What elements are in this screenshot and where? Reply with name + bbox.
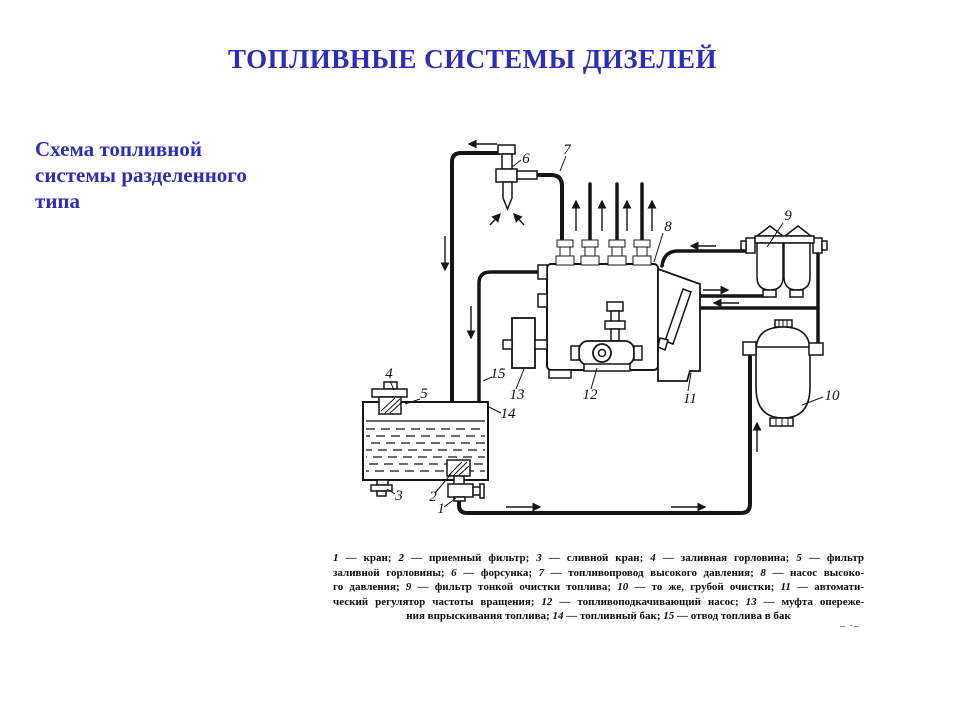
caption-line: го давления; 9 — фильтр тонкой очистки т… <box>333 581 864 594</box>
subtitle-line: системы разделенного <box>35 163 247 187</box>
callout-12: 12 <box>583 387 599 403</box>
callout-9: 9 <box>784 208 792 224</box>
figure-caption: 1 — кран; 2 — приемный фильтр; 3 — сливн… <box>333 551 864 624</box>
callout-numbers: 6 7 8 9 10 11 12 13 14 15 4 5 3 2 1 <box>385 142 840 517</box>
callout-14: 14 <box>501 406 517 422</box>
callout-3: 3 <box>394 488 403 504</box>
drain-valve <box>370 479 393 497</box>
figure-subtitle: Схема топливной системы разделенного тип… <box>35 136 295 214</box>
page-title: ТОПЛИВНЫЕ СИСТЕМЫ ДИЗЕЛЕЙ <box>228 44 717 74</box>
callout-7: 7 <box>563 142 572 158</box>
fuel-feed-pump <box>570 301 643 372</box>
scan-artifact: – ·– <box>840 621 860 632</box>
spray-arrow <box>513 212 525 226</box>
flow-arrows <box>440 139 762 512</box>
callout-4: 4 <box>385 366 393 382</box>
delivery-fittings <box>555 239 652 266</box>
callout-10: 10 <box>825 388 841 404</box>
subtitle-line: типа <box>35 189 81 213</box>
speed-governor <box>657 267 701 382</box>
callout-15: 15 <box>491 366 507 382</box>
callout-8: 8 <box>664 219 672 235</box>
intake-filter <box>446 459 471 486</box>
subtitle-line: Схема топливной <box>35 137 202 161</box>
supply-valve <box>447 483 485 502</box>
callout-2: 2 <box>429 489 437 505</box>
spray-arrow <box>489 212 501 226</box>
coarse-fuel-filter <box>742 319 824 427</box>
filler-neck <box>371 381 408 415</box>
callout-6: 6 <box>522 151 530 167</box>
callout-leaders <box>386 155 824 508</box>
caption-line: 1 — кран; 2 — приемный фильтр; 3 — сливн… <box>333 552 864 564</box>
fuel-tank <box>362 401 489 481</box>
callout-5: 5 <box>420 386 428 402</box>
fuel-system-diagram: 6 7 8 9 10 11 12 13 14 15 4 5 3 2 1 <box>362 139 840 517</box>
caption-line: заливной горловины; 6 — форсунка; 7 — то… <box>333 566 865 579</box>
caption-line: ческий регулятор частоты вращения; 12 — … <box>333 595 864 608</box>
injector <box>495 144 538 211</box>
callout-13: 13 <box>510 387 525 403</box>
callout-11: 11 <box>683 391 697 407</box>
callout-1: 1 <box>437 501 445 517</box>
caption-line: ния впрыскивания топлива; 14 — топливный… <box>406 610 791 623</box>
fine-fuel-filter <box>740 225 828 298</box>
injection-advance-coupling <box>502 317 548 369</box>
